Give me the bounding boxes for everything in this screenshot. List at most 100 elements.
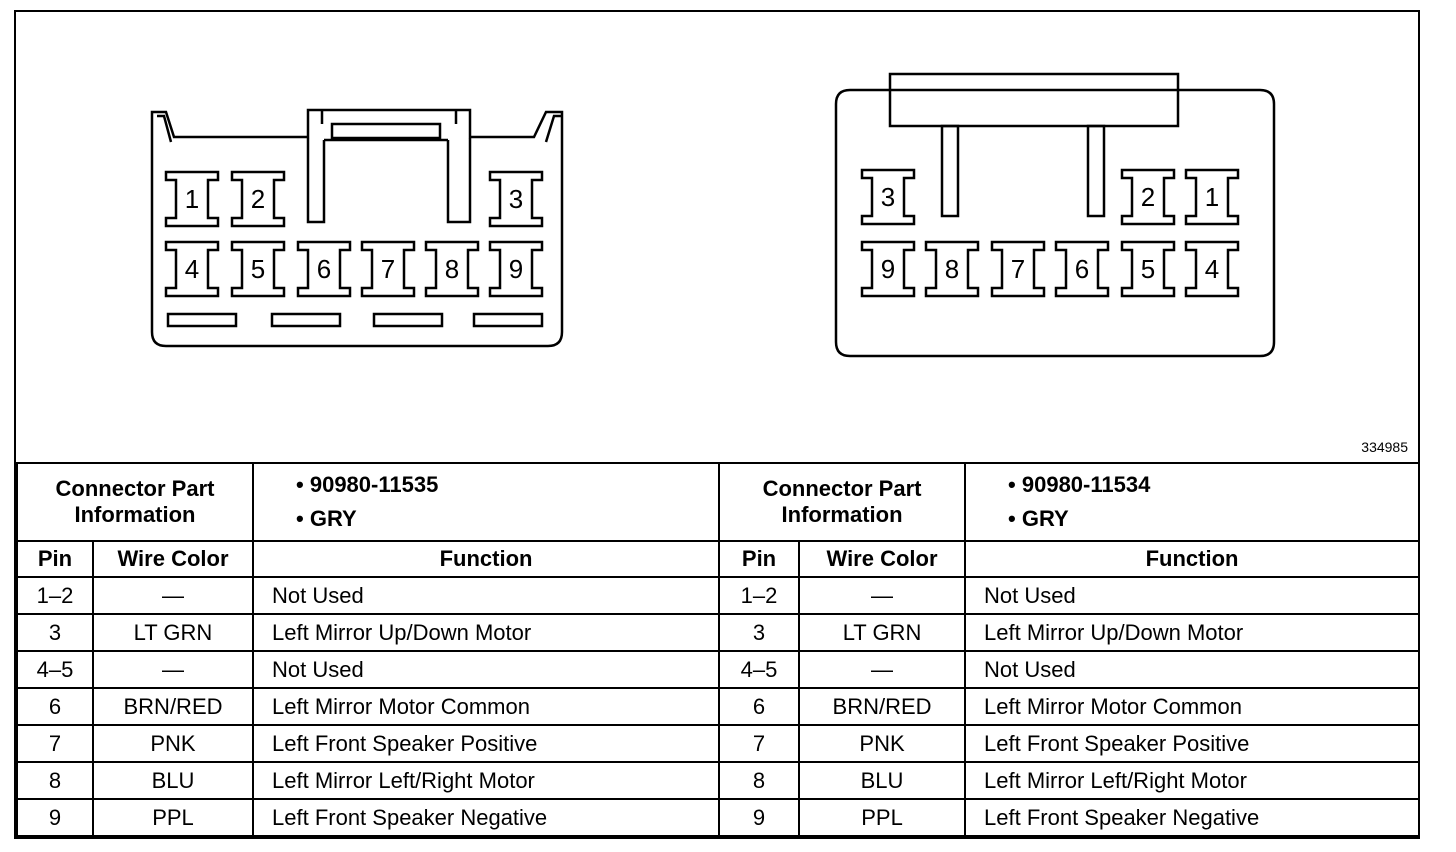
right-pin-cell: 9	[718, 798, 801, 837]
right-function-cell: Left Front Speaker Negative	[964, 798, 1421, 837]
left-function-cell: Left Mirror Motor Common	[252, 687, 721, 726]
right-function-cell: Left Front Speaker Positive	[964, 724, 1421, 763]
right-pin-cell: 3	[718, 613, 801, 652]
left-pin-label: 3	[509, 184, 523, 214]
left-part-info-values: 90980-11535 GRY	[252, 462, 721, 542]
right-pin-label: 8	[945, 254, 959, 284]
left-wire-color-cell: LT GRN	[91, 613, 255, 652]
right-wire-color-cell: —	[798, 576, 967, 615]
right-part-info-label: Connector Part Information	[718, 462, 967, 542]
left-pin-label: 5	[251, 254, 265, 284]
left-pin-header: Pin	[16, 540, 94, 578]
left-pin-label: 2	[251, 184, 265, 214]
left-function-cell: Left Front Speaker Negative	[252, 798, 721, 837]
left-terminal-8: 8	[424, 240, 480, 298]
right-pin-label: 1	[1205, 182, 1219, 212]
left-terminal-6: 6	[296, 240, 352, 298]
right-pin-cell: 6	[718, 687, 801, 726]
right-terminal-3: 3	[860, 168, 916, 226]
connector-right-drawing	[834, 72, 1276, 358]
right-pin-cell: 8	[718, 761, 801, 800]
left-wire-color-cell: PNK	[91, 724, 255, 763]
left-function-header: Function	[252, 540, 721, 578]
right-function-cell: Not Used	[964, 576, 1421, 615]
left-pin-cell: 1–2	[16, 576, 94, 615]
left-terminal-5: 5	[230, 240, 286, 298]
right-terminal-8: 8	[924, 240, 980, 298]
right-function-header: Function	[964, 540, 1421, 578]
right-terminal-9: 9	[860, 240, 916, 298]
right-wire-color-cell: BRN/RED	[798, 687, 967, 726]
right-wire-color-cell: —	[798, 650, 967, 689]
right-function-cell: Left Mirror Up/Down Motor	[964, 613, 1421, 652]
left-function-cell: Left Mirror Up/Down Motor	[252, 613, 721, 652]
left-terminal-7: 7	[360, 240, 416, 298]
left-wire-color-cell: —	[91, 576, 255, 615]
right-function-cell: Left Mirror Motor Common	[964, 687, 1421, 726]
left-wire-color-header: Wire Color	[91, 540, 255, 578]
right-terminal-1: 1	[1184, 168, 1240, 226]
left-function-cell: Not Used	[252, 576, 721, 615]
left-wire-color-cell: —	[91, 650, 255, 689]
left-terminal-9: 9	[488, 240, 544, 298]
left-pin-cell: 4–5	[16, 650, 94, 689]
right-terminal-7: 7	[990, 240, 1046, 298]
right-pin-label: 2	[1141, 182, 1155, 212]
left-pin-label: 7	[381, 254, 395, 284]
right-color-code: GRY	[1008, 502, 1418, 536]
left-pin-label: 1	[185, 184, 199, 214]
right-pin-label: 6	[1075, 254, 1089, 284]
right-pin-label: 3	[881, 182, 895, 212]
left-pin-cell: 6	[16, 687, 94, 726]
right-pin-cell: 7	[718, 724, 801, 763]
right-part-info-values: 90980-11534 GRY	[964, 462, 1421, 542]
right-terminal-6: 6	[1054, 240, 1110, 298]
left-color-code: GRY	[296, 502, 718, 536]
right-wire-color-cell: PPL	[798, 798, 967, 837]
right-pin-label: 4	[1205, 254, 1219, 284]
left-terminal-4: 4	[164, 240, 220, 298]
right-pin-label: 5	[1141, 254, 1155, 284]
right-pin-header: Pin	[718, 540, 801, 578]
connector-left-drawing	[150, 108, 564, 348]
connector-pinout-table: Connector Part Information 90980-11535 G…	[15, 462, 1421, 837]
connector-right-pins: 3 2 1 9 8 7 6 5 4	[860, 168, 1240, 298]
right-terminal-5: 5	[1120, 240, 1176, 298]
right-wire-color-cell: LT GRN	[798, 613, 967, 652]
right-pin-cell: 1–2	[718, 576, 801, 615]
right-pin-cell: 4–5	[718, 650, 801, 689]
right-pin-label: 9	[881, 254, 895, 284]
left-terminal-2: 2	[230, 170, 286, 228]
left-pin-cell: 3	[16, 613, 94, 652]
left-part-number: 90980-11535	[296, 468, 718, 502]
left-wire-color-cell: BLU	[91, 761, 255, 800]
left-function-cell: Not Used	[252, 650, 721, 689]
left-pin-cell: 9	[16, 798, 94, 837]
left-part-info-label: Connector Part Information	[15, 462, 255, 542]
figure-number: 334985	[1361, 439, 1408, 455]
left-terminal-3: 3	[488, 170, 544, 228]
right-pin-label: 7	[1011, 254, 1025, 284]
left-wire-color-cell: PPL	[91, 798, 255, 837]
left-pin-cell: 7	[16, 724, 94, 763]
left-pin-cell: 8	[16, 761, 94, 800]
left-function-cell: Left Mirror Left/Right Motor	[252, 761, 721, 800]
right-wire-color-header: Wire Color	[798, 540, 967, 578]
left-pin-label: 6	[317, 254, 331, 284]
left-pin-label: 8	[445, 254, 459, 284]
right-terminal-4: 4	[1184, 240, 1240, 298]
right-function-cell: Left Mirror Left/Right Motor	[964, 761, 1421, 800]
right-function-cell: Not Used	[964, 650, 1421, 689]
left-function-cell: Left Front Speaker Positive	[252, 724, 721, 763]
